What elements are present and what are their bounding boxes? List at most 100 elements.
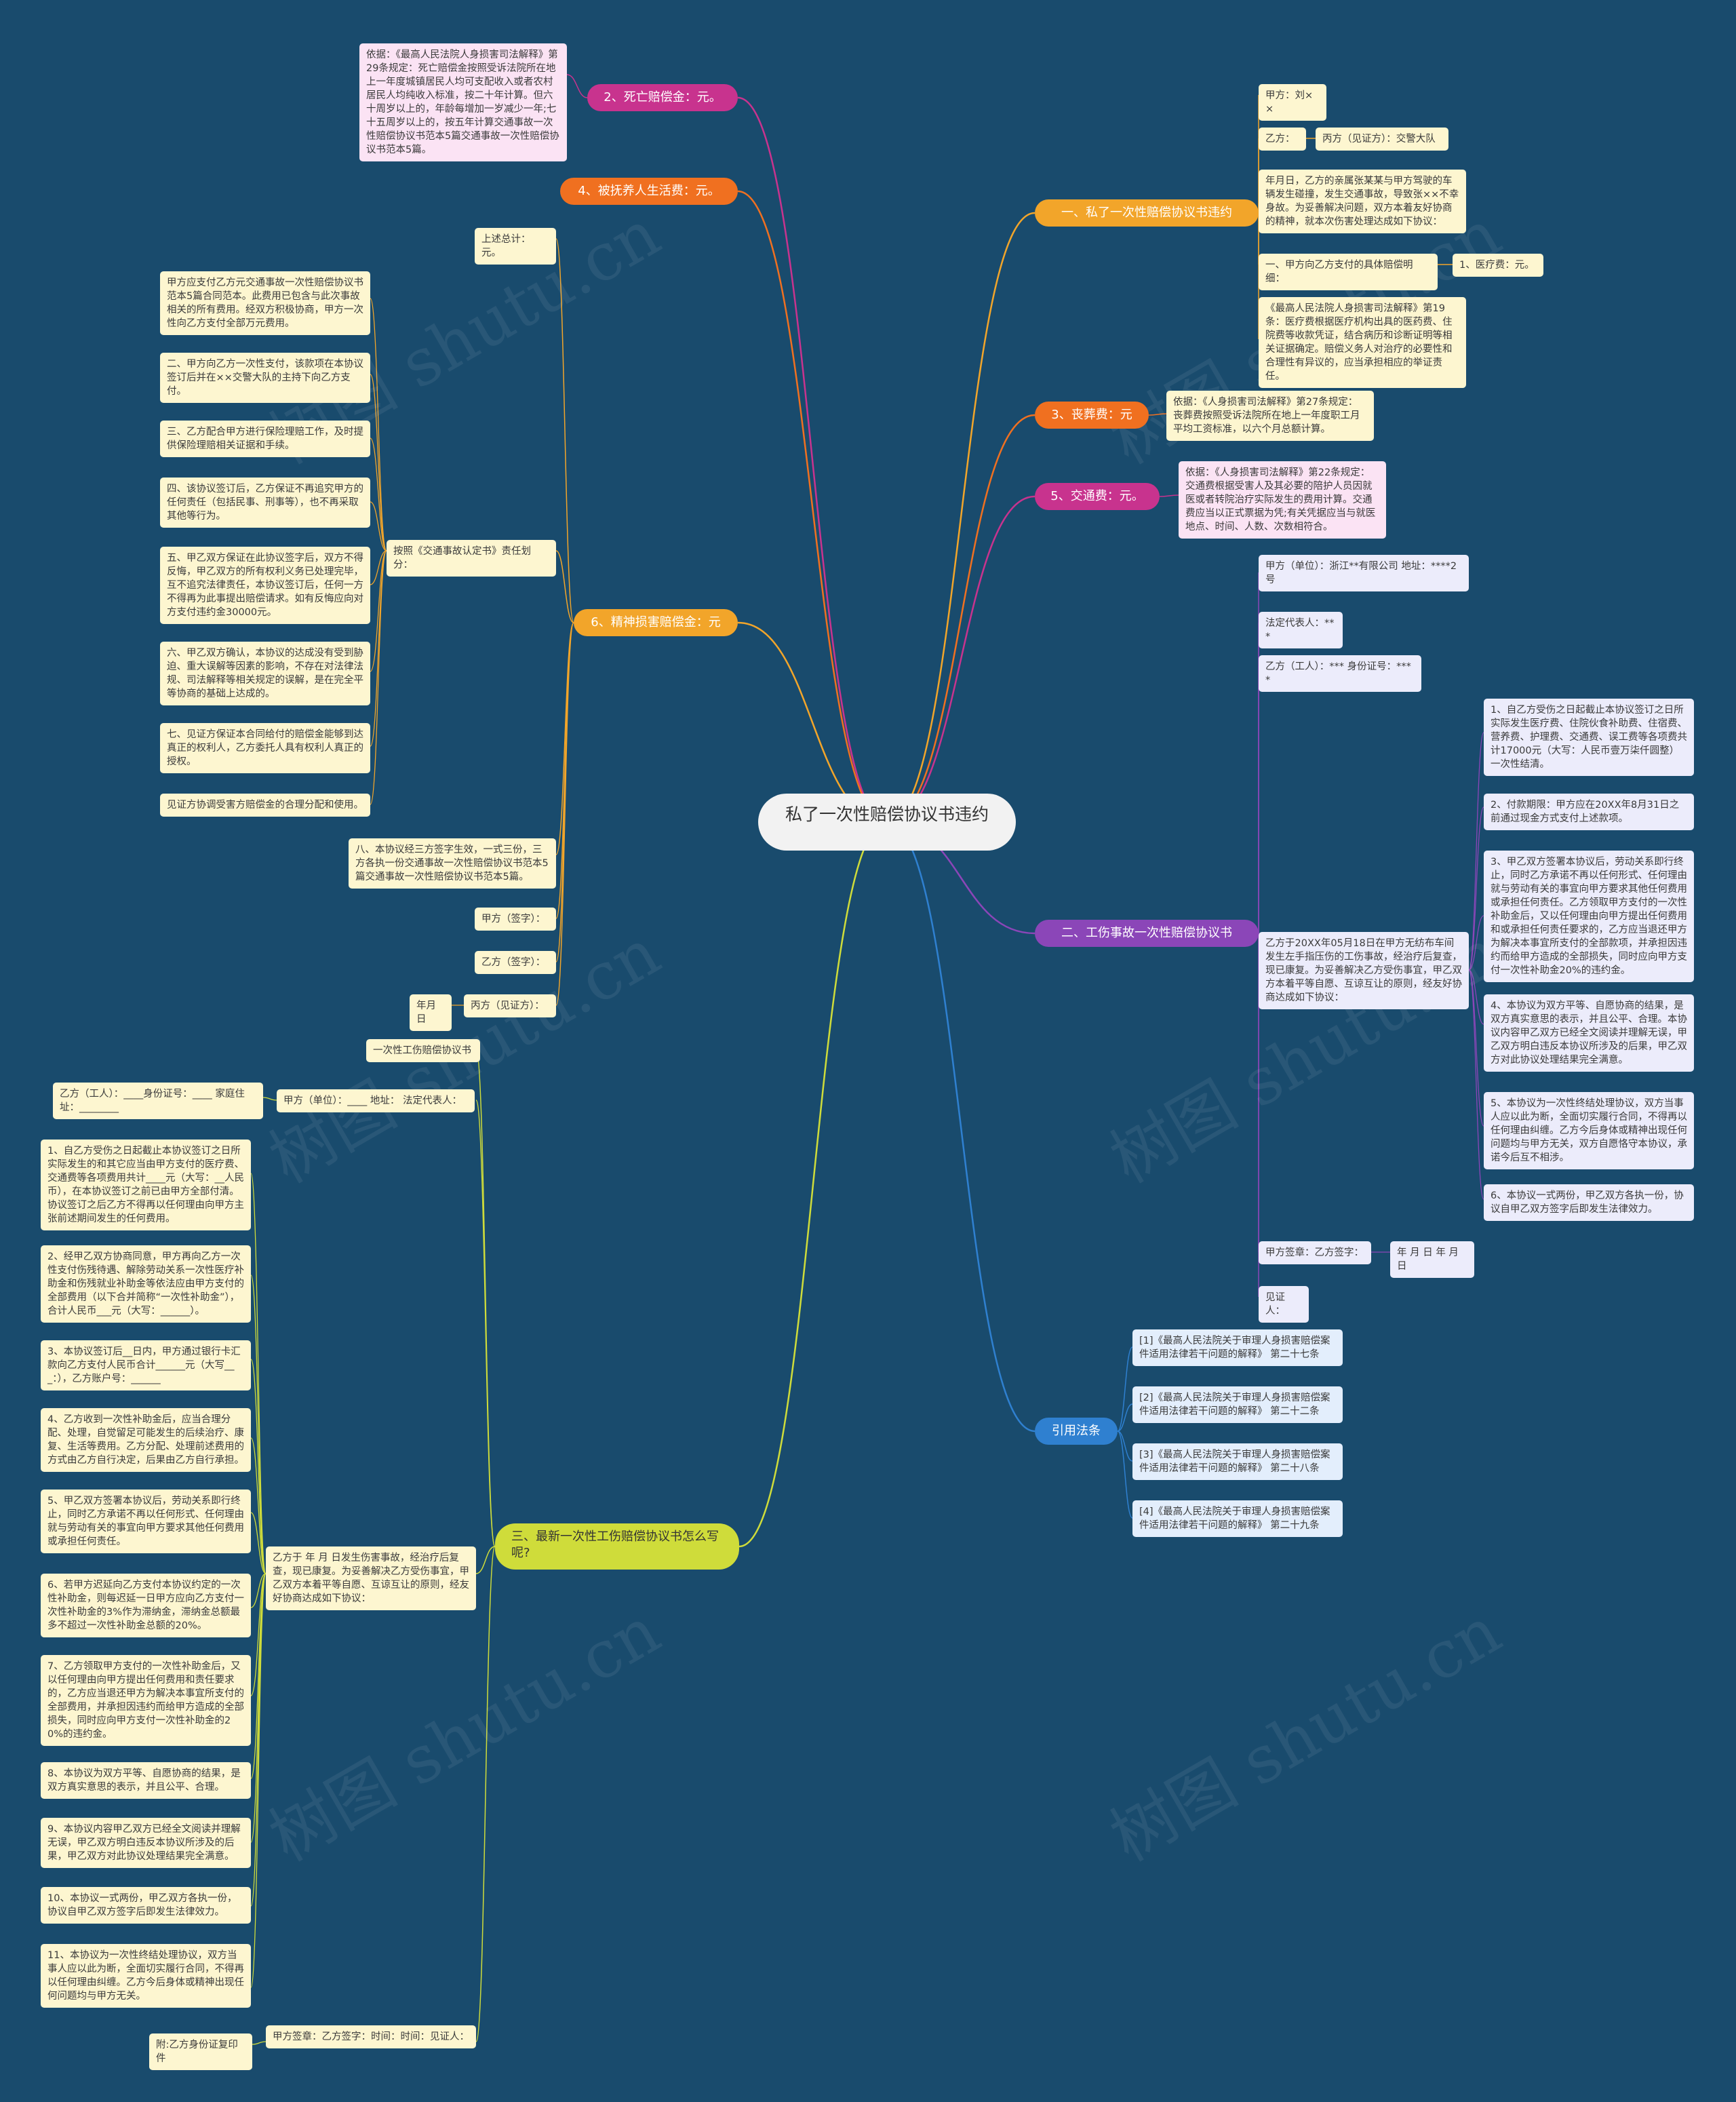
b2-party-b: 乙方（工人）：*** 身份证号：**** xyxy=(1259,655,1421,692)
b2-intro: 乙方于20XX年05月18日在甲方无纺布车间发生左手指压伤的工伤事故，经治疗后复… xyxy=(1259,932,1469,1009)
b1-party-a: 甲方：刘×× xyxy=(1259,84,1326,121)
edge-b3-partyb xyxy=(262,1097,277,1101)
b2-clause-3: 3、甲乙双方签署本协议后，劳动关系即行终止，同时乙方承诺不再以任何形式、任何理由… xyxy=(1484,851,1694,982)
b2-clause-6: 6、本协议一式两份，甲乙双方各执一份，协议自甲乙双方签字后即发生法律效力。 xyxy=(1484,1184,1694,1221)
edge-b2c-2 xyxy=(1468,915,1484,971)
edge-b3c-4 xyxy=(250,1512,267,1574)
law-item-4[interactable]: [4]《最高人民法院关于审理人身损害赔偿案件适用法律若干问题的解释》 第二十九条 xyxy=(1132,1500,1343,1537)
edge-law-1 xyxy=(1117,1403,1133,1432)
sign-party-c: 丙方（见证方）： xyxy=(464,994,556,1017)
b3-clause-4: 4、乙方收到一次性补助金后，应当合理分配、处理，自觉留足可能发生的后续治疗、康复… xyxy=(41,1408,251,1472)
b3-clause-5: 5、甲乙双方签署本协议后，劳动关系即行终止，同时乙方承诺不再以任何形式、任何理由… xyxy=(41,1490,251,1553)
edge-b3c-5 xyxy=(250,1573,267,1608)
sign-party-a: 甲方（签字）： xyxy=(475,908,556,931)
b3-party-b: 乙方（工人）：____身份证号：____ 家庭住址：________ xyxy=(53,1083,263,1119)
b3-attachment: 附:乙方身份证复印件 xyxy=(149,2033,252,2070)
b3-clause-8: 8、本协议为双方平等、自愿协商的结果，是双方真实意思的表示，并且公平、合理。 xyxy=(41,1762,251,1799)
edge-law-3 xyxy=(1117,1430,1133,1519)
b2-clause-1: 1、自乙方受伤之日起截止本协议签订之日所实际发生医疗费、住院伙食补助费、住宿费、… xyxy=(1484,699,1694,776)
edge-b3c-9 xyxy=(250,1573,267,1907)
edge-split-6 xyxy=(370,550,387,747)
edge-b3-attach xyxy=(252,2041,267,2045)
branch-how-to-write[interactable]: 三、最新一次性工伤赔偿协议书怎么写呢? xyxy=(495,1523,739,1570)
edge-root-traffic xyxy=(886,495,1035,823)
edge-law-0 xyxy=(1117,1346,1133,1432)
edge-b2c-4 xyxy=(1468,969,1484,1127)
b2-clause-2: 2、付款期限：甲方应在20XX年8月31日之前通过现金方式支付上述款项。 xyxy=(1484,794,1694,830)
law-item-2[interactable]: [2]《最高人民法院关于审理人身损害赔偿案件适用法律若干问题的解释》 第二十二条 xyxy=(1132,1386,1343,1423)
edge-b3-2 xyxy=(475,1546,496,1574)
root-topic[interactable]: 私了一次性赔偿协议书违约 xyxy=(758,794,1016,851)
clause-5: 五、甲乙双方保证在此协议签字后，双方不得反悔，甲乙双方的所有权利义务已处理完毕，… xyxy=(160,547,370,624)
b1-intro: 年月日，乙方的亲属张某某与甲方驾驶的车辆发生碰撞，发生交通事故，导致张××不幸身… xyxy=(1259,170,1466,233)
branch-mental-damage[interactable]: 6、精神损害赔偿金：元 xyxy=(574,609,738,636)
b2-sign: 甲方签章：乙方签字： xyxy=(1259,1241,1371,1264)
b3-title: 一次性工伤赔偿协议书 xyxy=(366,1039,480,1062)
clause-payment: 甲方应支付乙方元交通事故一次性赔偿协议书范本5篇合同范本。此费用已包含与此次事故… xyxy=(160,271,370,335)
edge-split-0 xyxy=(370,298,387,551)
b3-clause-7: 7、乙方领取甲方支付的一次性补助金后，又以任何理由向甲方提出任何费用和责任要求的… xyxy=(41,1655,251,1746)
edge-split-1 xyxy=(370,374,387,551)
branch-private-settlement[interactable]: 一、私了一次性赔偿协议书违约 xyxy=(1035,199,1259,227)
edge-b3-0 xyxy=(475,1049,496,1547)
b3-sign: 甲方签章：乙方签字：时间：时间：见证人： xyxy=(266,2025,476,2048)
edge-root-b1 xyxy=(886,212,1035,823)
edge-b3-1 xyxy=(475,1099,496,1547)
edge-split-2 xyxy=(370,437,387,551)
clause-8: 八、本协议经三方签字生效，一式三份，三方各执一份交通事故一次性赔偿协议书范本5篇… xyxy=(349,838,556,889)
edge-b3c-0 xyxy=(250,1173,267,1574)
traffic-basis: 依据：《人身损害司法解释》第22条规定：交通费根据受害人及其必要的陪护人员因就医… xyxy=(1179,461,1386,539)
edge-mental-1 xyxy=(555,550,574,623)
edge-split-3 xyxy=(370,501,387,551)
edge-b2c-5 xyxy=(1468,969,1484,1200)
law-item-1[interactable]: [1]《最高人民法院关于审理人身损害赔偿案件适用法律若干问题的解释》 第二十七条 xyxy=(1132,1329,1343,1366)
branch-dependent-living[interactable]: 4、被抚养人生活费：元。 xyxy=(560,178,738,205)
branch-funeral-expense[interactable]: 3、丧葬费：元 xyxy=(1035,402,1149,429)
branch-work-injury[interactable]: 二、工伤事故一次性赔偿协议书 xyxy=(1035,920,1259,947)
edge-split-5 xyxy=(370,550,387,672)
b1-party-c: 丙方（见证方）：交警大队 xyxy=(1316,128,1448,151)
edge-b3c-6 xyxy=(250,1573,267,1696)
edge-b3c-1 xyxy=(250,1274,267,1574)
clause-4: 四、该协议签订后，乙方保证不再追究甲方的任何责任（包括民事、刑事等），也不再采取… xyxy=(160,478,370,528)
edge-b2c-1 xyxy=(1468,806,1484,971)
clause-2: 二、甲方向乙方一次性支付，该款项在本协议签订后并在××交警大队的主持下向乙方支付… xyxy=(160,353,370,403)
b1-party-b: 乙方： xyxy=(1259,128,1306,151)
b3-party-a: 甲方（单位）：____ 地址： 法定代表人： xyxy=(277,1089,475,1112)
edge-funeral-basis xyxy=(1148,413,1167,416)
b2-party-a: 甲方（单位）：浙江**有限公司 地址：****2号 xyxy=(1259,555,1469,591)
b1-item-one: 一、甲方向乙方支付的具体赔偿明细： xyxy=(1259,254,1438,290)
edge-mental-0 xyxy=(555,238,574,623)
b1-medical-basis: 《最高人民法院人身损害司法解释》第19条：医疗费根据医疗机构出具的医药费、住院费… xyxy=(1259,297,1466,388)
law-item-3[interactable]: [3]《最高人民法院关于审理人身损害赔偿案件适用法律若干问题的解释》 第二十八条 xyxy=(1132,1443,1343,1480)
edge-root-funeral xyxy=(886,414,1035,823)
b3-clause-9: 9、本协议内容甲乙双方已经全文阅读并理解无误，甲乙双方明白违反本协议所涉及的后果… xyxy=(41,1818,251,1868)
b3-intro: 乙方于 年 月 日发生伤害事故，经治疗后复查，现已康复。为妥善解决乙方受伤事宜，… xyxy=(266,1546,476,1610)
edge-mental-3 xyxy=(555,622,574,919)
b2-sign-date: 年 月 日 年 月 日 xyxy=(1390,1241,1474,1278)
b3-clause-3: 3、本协议签订后__日内，甲方通过银行卡汇款向乙方支付人民币合计______元（… xyxy=(41,1340,251,1390)
b2-witness: 见证人： xyxy=(1259,1286,1309,1323)
edge-death-basis xyxy=(566,74,588,98)
death-basis: 依据：《最高人民法院人身损害司法解释》第29条规定：死亡赔偿金按照受诉法院所在地… xyxy=(359,43,567,161)
edge-b2c-0 xyxy=(1468,732,1484,971)
b3-clause-2: 2、经甲乙双方协商同意，甲方再向乙方一次性支付伤残待遇、解除劳动关系一次性医疗补… xyxy=(41,1245,251,1323)
edge-root-death xyxy=(737,96,888,823)
edge-mental-5 xyxy=(555,622,574,1006)
b3-clause-11: 11、本协议为一次性终结处理协议，双方当事人应以此为断，全面切实履行合同，不得再… xyxy=(41,1944,251,2008)
edge-b3c-2 xyxy=(250,1359,267,1574)
total-amount: 上述总计：元。 xyxy=(475,228,556,265)
responsibility-split: 按照《交通事故认定书》责任划分： xyxy=(387,540,556,577)
clause-6: 六、甲乙双方确认，本协议的达成没有受到胁迫、重大误解等因素的影响，不存在对法律法… xyxy=(160,642,370,705)
clause-witness: 见证方协调受害方赔偿金的合理分配和使用。 xyxy=(160,794,370,817)
sign-date: 年月日 xyxy=(410,994,452,1031)
sign-party-b: 乙方（签字）： xyxy=(475,951,556,974)
edge-b3c-3 xyxy=(250,1437,267,1574)
b3-clause-10: 10、本协议一式两份，甲乙双方各执一份，协议自甲乙双方签字后即发生法律效力。 xyxy=(41,1887,251,1924)
b2-clause-5: 5、本协议为一次性终结处理协议，双方当事人应以此为断，全面切实履行合同，不得再以… xyxy=(1484,1092,1694,1169)
clause-3: 三、乙方配合甲方进行保险理赔工作，及时提供保险理赔相关证据和手续。 xyxy=(160,421,370,457)
branch-death-compensation[interactable]: 2、死亡赔偿金：元。 xyxy=(587,84,738,111)
branch-traffic-expense[interactable]: 5、交通费：元。 xyxy=(1035,483,1160,510)
edge-b3c-10 xyxy=(250,1573,267,1988)
branch-cited-laws[interactable]: 引用法条 xyxy=(1035,1418,1118,1445)
